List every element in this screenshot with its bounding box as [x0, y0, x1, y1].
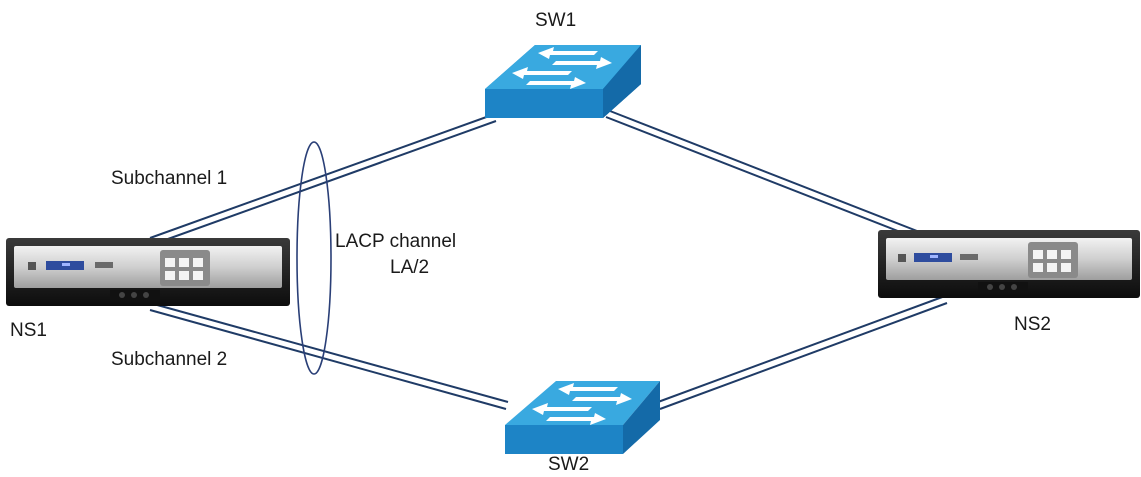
netscaler-appliance-icon: [878, 230, 1140, 298]
link-label-subchannel-2: Subchannel 2: [111, 349, 228, 370]
lacp-channel-id: LA/2: [390, 257, 430, 278]
link-ns1-sw1: [149, 114, 497, 245]
link-sw1-ns2: [605, 110, 936, 245]
node-label-sw1: SW1: [535, 10, 577, 31]
network-switch-icon: [505, 381, 660, 454]
link-sw2-ns2: [657, 295, 948, 410]
link-ns1-sw2: [149, 302, 509, 410]
node-label-ns2: NS2: [1014, 314, 1051, 335]
netscaler-appliance-icon: [6, 238, 290, 306]
node-label-ns1: NS1: [10, 320, 47, 341]
lacp-channel-label: LACP channel: [335, 231, 457, 252]
lacp-channel-ellipse: [296, 141, 332, 375]
node-label-sw2: SW2: [548, 454, 590, 475]
link-label-subchannel-1: Subchannel 1: [111, 168, 228, 189]
network-switch-icon: [485, 45, 641, 118]
